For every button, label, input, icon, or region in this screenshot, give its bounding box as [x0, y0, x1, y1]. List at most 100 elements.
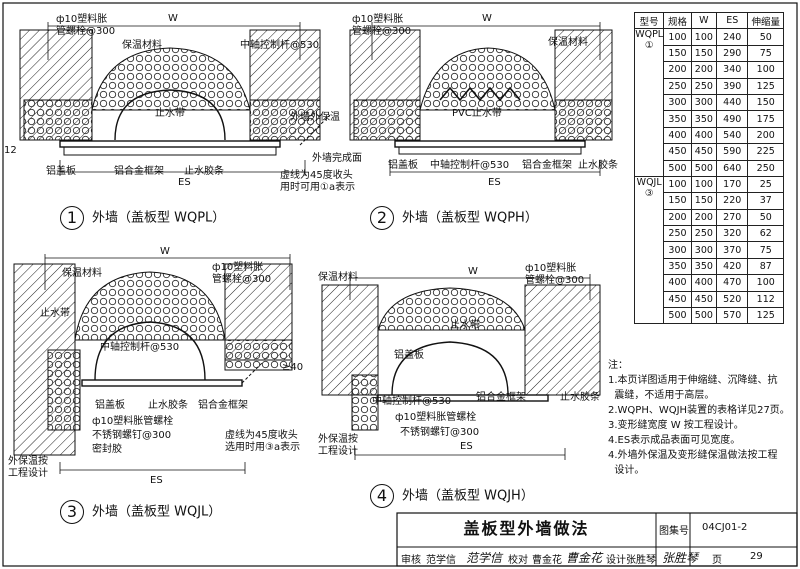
table-cell: 350	[663, 257, 692, 276]
figure-2-drawing	[349, 22, 613, 176]
table-cell: 400	[690, 274, 718, 292]
fig2-rod-label: 中轴控制杆@530	[430, 160, 510, 171]
fig3-insulation-label: 保温材料	[62, 268, 102, 279]
note-item-1: 1.本页详图适用于伸缩缝、沉降缝、抗 震缝，不适用于高层。	[608, 375, 778, 401]
table-cell: 300	[663, 241, 692, 259]
fig4-rod-label: 中轴控制杆@530	[372, 396, 452, 407]
table-cell: 62	[747, 225, 784, 243]
fig1-note-a: 虚线为45度收头 用时可用①a表示	[280, 170, 356, 193]
table-cell: 175	[747, 110, 784, 128]
table-cell: 100	[663, 175, 692, 194]
table-cell: 50	[747, 208, 784, 227]
table-cell: 400	[663, 126, 692, 145]
table-cell: 450	[663, 143, 692, 161]
fig4-strip-label: 止水胶条	[560, 392, 600, 403]
table-cell: 75	[747, 44, 784, 63]
table-cell: 200	[663, 208, 692, 227]
fig1-rod-label: 中轴控制杆@530	[240, 40, 320, 51]
figure-4-drawing	[321, 274, 601, 460]
table-cell: 100	[690, 175, 718, 194]
fig2-plug-label: ф10塑料胀 管螺栓@300	[352, 14, 412, 37]
table-cell: 570	[716, 307, 749, 325]
fig3-note-a: 虚线为45度收头 选用时用③a表示	[225, 430, 301, 453]
fig3-title: 外墙（盖板型 WQJL）	[92, 504, 222, 520]
table-cell: 112	[747, 290, 784, 309]
reviewer-signature: 范学信	[466, 551, 503, 565]
atlas-number: 04CJ01-2	[702, 522, 748, 533]
fig1-strip-label: 止水胶条	[184, 166, 224, 177]
model-number: ③	[644, 187, 654, 199]
table-cell: 450	[663, 290, 692, 309]
fig2-w-label: W	[482, 13, 492, 24]
fig1-waterstop-label: 止水带	[155, 108, 185, 119]
note-item-3: 3.变形缝宽度 W 按工程设计。	[608, 420, 744, 431]
table-cell: 640	[716, 159, 749, 177]
fig3-waterstop-label: 止水带	[40, 308, 70, 319]
fig3-dim-label: ≥40	[282, 362, 304, 373]
table-cell: 250	[663, 77, 692, 95]
checker-name: 曹金花	[532, 555, 562, 566]
fig3-caption: 3 外墙（盖板型 WQJL）	[60, 500, 221, 524]
table-cell: 350	[690, 110, 718, 128]
col-model-header: 型号	[633, 11, 665, 30]
table-cell: 300	[690, 241, 718, 259]
fig1-number: 1	[60, 206, 84, 230]
fig2-strip-label: 止水胶条	[578, 160, 618, 171]
table-cell: 75	[747, 241, 784, 259]
table-cell: 440	[716, 93, 749, 112]
table-cell: 400	[690, 126, 718, 145]
table-cell: 220	[716, 192, 749, 210]
table-cell: 200	[690, 61, 718, 79]
table-cell: 350	[690, 257, 718, 276]
fig2-number: 2	[370, 206, 394, 230]
fig2-plate-label: 铝盖板	[388, 160, 418, 171]
table-cell: 37	[747, 192, 784, 210]
table-cell: 150	[663, 192, 692, 210]
table-cell: 490	[716, 110, 749, 128]
table-cell: 125	[747, 307, 784, 325]
title-block-frame	[396, 512, 798, 567]
fig4-plug2-label: ф10塑料胀管螺栓	[395, 412, 477, 423]
fig4-w-label: W	[468, 266, 478, 277]
fig3-plug-label: ф10塑料胀 管螺栓@300	[212, 262, 272, 285]
table-cell: 100	[663, 28, 692, 46]
figure-1-drawing	[19, 22, 331, 176]
table-cell: 340	[716, 61, 749, 79]
fig2-insulation-label: 保温材料	[548, 37, 588, 48]
table-cell: 150	[747, 93, 784, 112]
fig3-w-label: W	[160, 246, 170, 257]
spec-table-header: 型号 规格 W ES 伸缩量	[633, 11, 784, 30]
fig3-number: 3	[60, 500, 84, 524]
fig4-screw-label: 不锈钢螺钉@300	[400, 427, 480, 438]
col-expansion-header: 伸缩量	[747, 11, 784, 30]
table-cell: 500	[663, 159, 692, 177]
table-cell: 520	[716, 290, 749, 309]
table-cell: 500	[690, 307, 718, 325]
table-cell: 500	[690, 159, 718, 177]
fig4-frame-label: 铝合金框架	[476, 392, 526, 403]
fig4-waterstop-label: 止水带	[450, 320, 480, 331]
table-cell: 200	[690, 208, 718, 227]
fig1-w-label: W	[168, 13, 178, 24]
table-cell: 320	[716, 225, 749, 243]
table-cell: 470	[716, 274, 749, 292]
page-label: 页	[712, 555, 722, 566]
drawing-title: 盖板型外墙做法	[463, 519, 590, 538]
table-cell: 290	[716, 44, 749, 63]
table-cell: 240	[716, 28, 749, 46]
atlas-label: 图集号	[659, 526, 689, 537]
fig3-es-label: ES	[150, 475, 163, 486]
col-size-header: 规格	[663, 11, 692, 30]
fig4-number: 4	[370, 484, 394, 508]
model-name: WQJL	[636, 176, 662, 188]
table-cell: 270	[716, 208, 749, 227]
